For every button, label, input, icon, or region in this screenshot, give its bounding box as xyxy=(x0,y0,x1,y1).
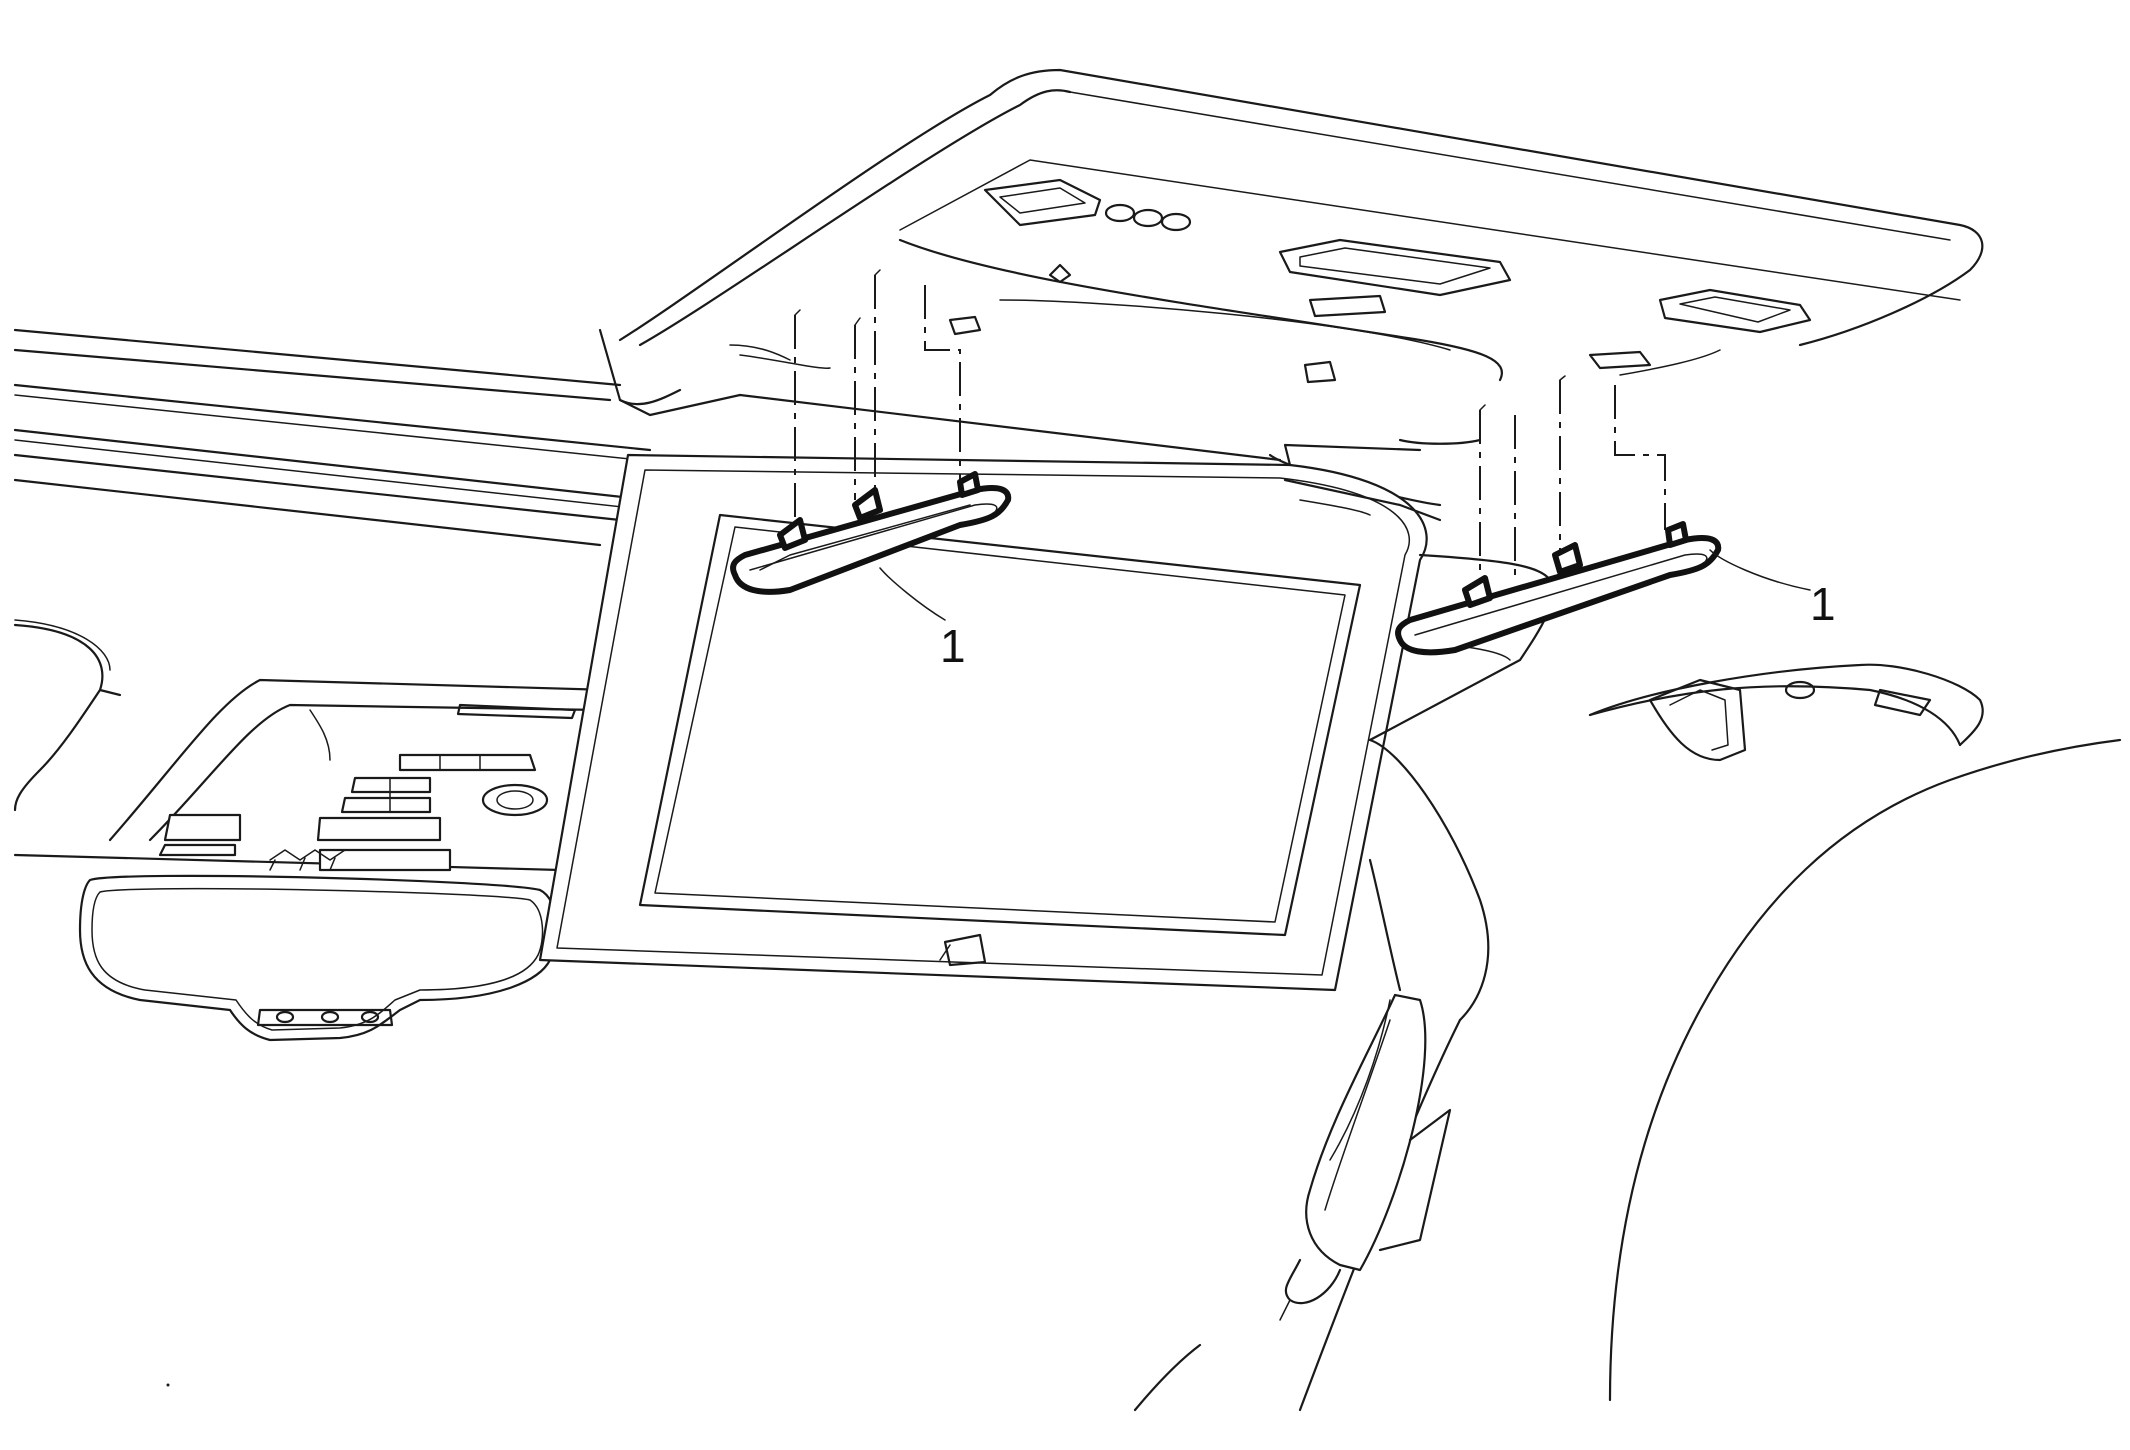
callout-right-label: 1 xyxy=(1810,578,1836,630)
right-roof-side xyxy=(1133,663,2122,1412)
rearview-mirror xyxy=(78,857,558,1042)
hinge-cover-right xyxy=(1395,521,1722,656)
headliner-panel xyxy=(598,68,1984,511)
windshield-header xyxy=(13,328,652,671)
callout-left-label: 1 xyxy=(940,620,966,672)
headliner-openings xyxy=(729,178,1812,445)
stray-dot xyxy=(166,1383,170,1387)
alignment-guide-lines xyxy=(794,269,1666,585)
front-overhead-console xyxy=(108,678,612,872)
windshield-lower xyxy=(13,623,562,872)
callout-leaders xyxy=(879,549,1811,621)
video-display-screen xyxy=(538,453,1428,992)
hinge-cover-left xyxy=(730,471,1012,595)
